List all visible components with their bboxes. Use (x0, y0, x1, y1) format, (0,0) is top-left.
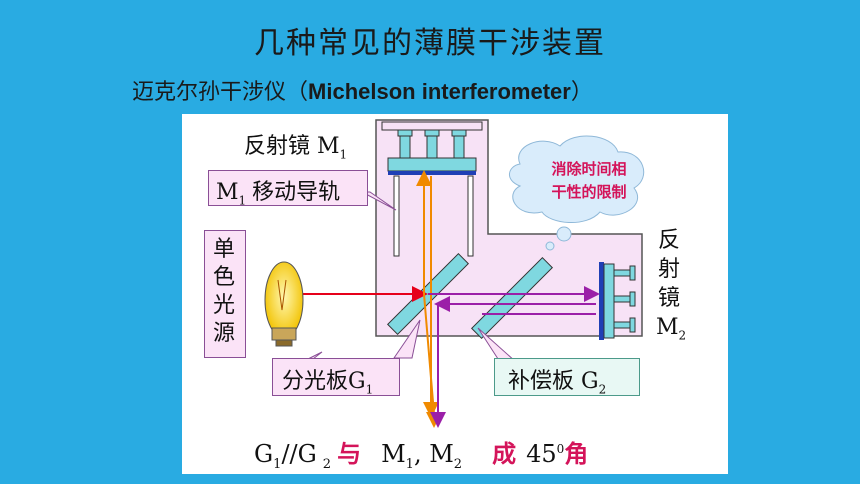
formula-degree: 0 (556, 442, 565, 456)
lamp-bulb (264, 261, 304, 347)
light-beams (292, 170, 600, 428)
cloud-text: 消除时间相干性的限制 (534, 158, 644, 204)
thought-cloud (509, 135, 645, 251)
compensator-sub: 2 (598, 382, 607, 397)
formula-with: 与 (337, 440, 362, 468)
cloud-line-1: 消除时间相 (551, 160, 627, 178)
mirror-m2-m: M2 (656, 313, 686, 350)
formula-g2-sub: 2 (322, 456, 332, 472)
lamp-char: 光 (212, 293, 235, 318)
lamp-char: 源 (212, 321, 235, 346)
formula-m1-sub: 1 (405, 456, 414, 472)
mirror-m2-m-text: M (656, 315, 679, 340)
mirror-m2-label: 反 射 镜 M2 (656, 226, 686, 350)
formula-parallel: //G (281, 440, 317, 468)
mirror-m2-char: 反 (657, 228, 680, 253)
mirror-m2-char: 镜 (657, 286, 680, 311)
mirror-m1-sub: 1 (339, 147, 348, 162)
mirror-m1-text: 反射镜 M (244, 134, 340, 159)
splitter-text: 分光板G (282, 369, 366, 394)
formula-form: 成 (492, 440, 517, 468)
compensator-text: 补偿板 G (508, 369, 599, 394)
splitter-sub: 1 (365, 382, 374, 397)
formula-comma: , M (413, 440, 454, 468)
compensator-label: 补偿板 G2 (508, 363, 606, 396)
rail-text: 移动导轨 (252, 180, 341, 205)
mirror-m2 (599, 262, 636, 340)
mirror-m2-char: 射 (657, 257, 680, 282)
splitter-label: 分光板G1 (282, 363, 373, 396)
rail-label: M1 移动导轨 (216, 174, 340, 207)
page-title: 几种常见的薄膜干涉装置 (254, 26, 606, 61)
rail-callout (208, 170, 368, 206)
formula-angle: 45 (526, 440, 557, 468)
cloud-line-2: 干性的限制 (551, 183, 627, 201)
subtitle: 迈克尔孙干涉仪（Michelson interferometer） (132, 74, 593, 106)
splitter-callout (272, 358, 400, 396)
guide-rails (393, 175, 474, 257)
formula-jiao: 角 (564, 440, 589, 468)
compensator-callout (494, 358, 640, 396)
formula-g1: G (254, 440, 274, 468)
lamp-callout (204, 230, 246, 358)
formula-m1: M (381, 440, 406, 468)
lamp-label: 单 色 光 源 (212, 236, 236, 348)
subtitle-suffix: ） (570, 80, 593, 105)
mirror-m1-label: 反射镜 M1 (244, 128, 347, 161)
subtitle-prefix: 迈克尔孙干涉仪（ (132, 80, 309, 105)
lamp-char: 色 (212, 265, 235, 290)
interferometer-diagram (264, 119, 645, 428)
lamp-char: 单 (212, 237, 235, 262)
rail-sub: 1 (238, 193, 247, 208)
subtitle-english: Michelson interferometer (308, 79, 571, 104)
rail-m: M (216, 180, 239, 205)
formula-g1-sub: 1 (273, 456, 282, 472)
mirror-m2-sub: 2 (678, 328, 687, 343)
mirror-m1 (381, 121, 483, 175)
formula-m2-sub: 2 (453, 456, 463, 472)
